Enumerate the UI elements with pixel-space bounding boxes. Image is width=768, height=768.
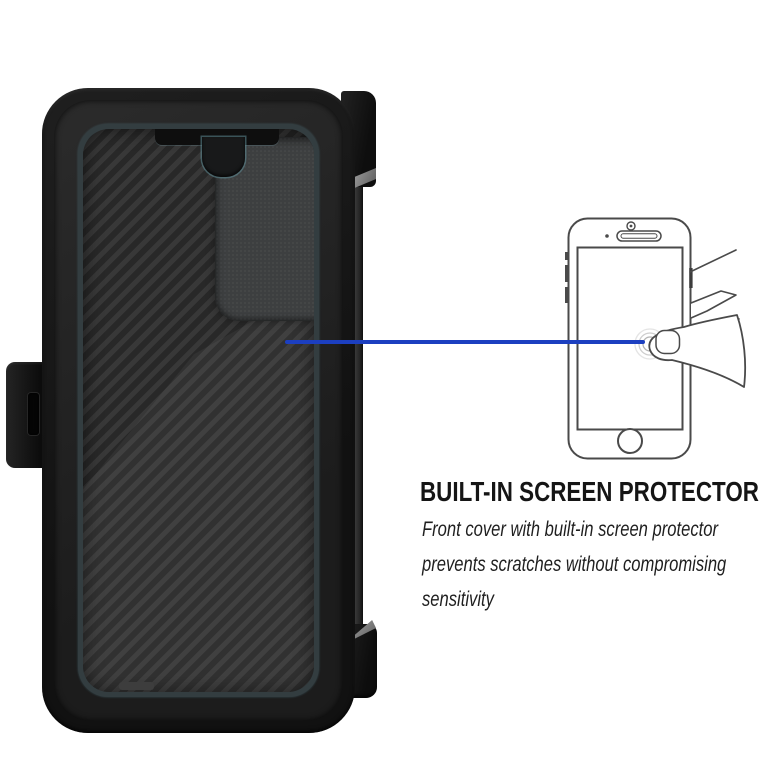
belt-clip-slot (28, 393, 39, 435)
speaker-cutout (202, 137, 245, 177)
bottom-latch-tab (119, 682, 154, 690)
feature-title: BUILT-IN SCREEN PROTECTOR (420, 476, 759, 507)
textured-front-cover (83, 129, 314, 692)
screen-protector-edge (78, 124, 319, 697)
phone-case-front (42, 88, 355, 733)
belt-clip (6, 362, 48, 468)
feature-description-line-3: sensitivity (422, 588, 494, 611)
feature-description-line-1: Front cover with built-in screen protect… (422, 518, 718, 541)
hand-icon (648, 249, 747, 388)
feature-description: Front cover with built-in screen protect… (422, 512, 768, 617)
phone-touch-illustration (565, 217, 747, 460)
callout-line (285, 340, 645, 344)
case-bezel (54, 100, 343, 721)
feature-description-line-2: prevents scratches without compromising (422, 553, 727, 576)
